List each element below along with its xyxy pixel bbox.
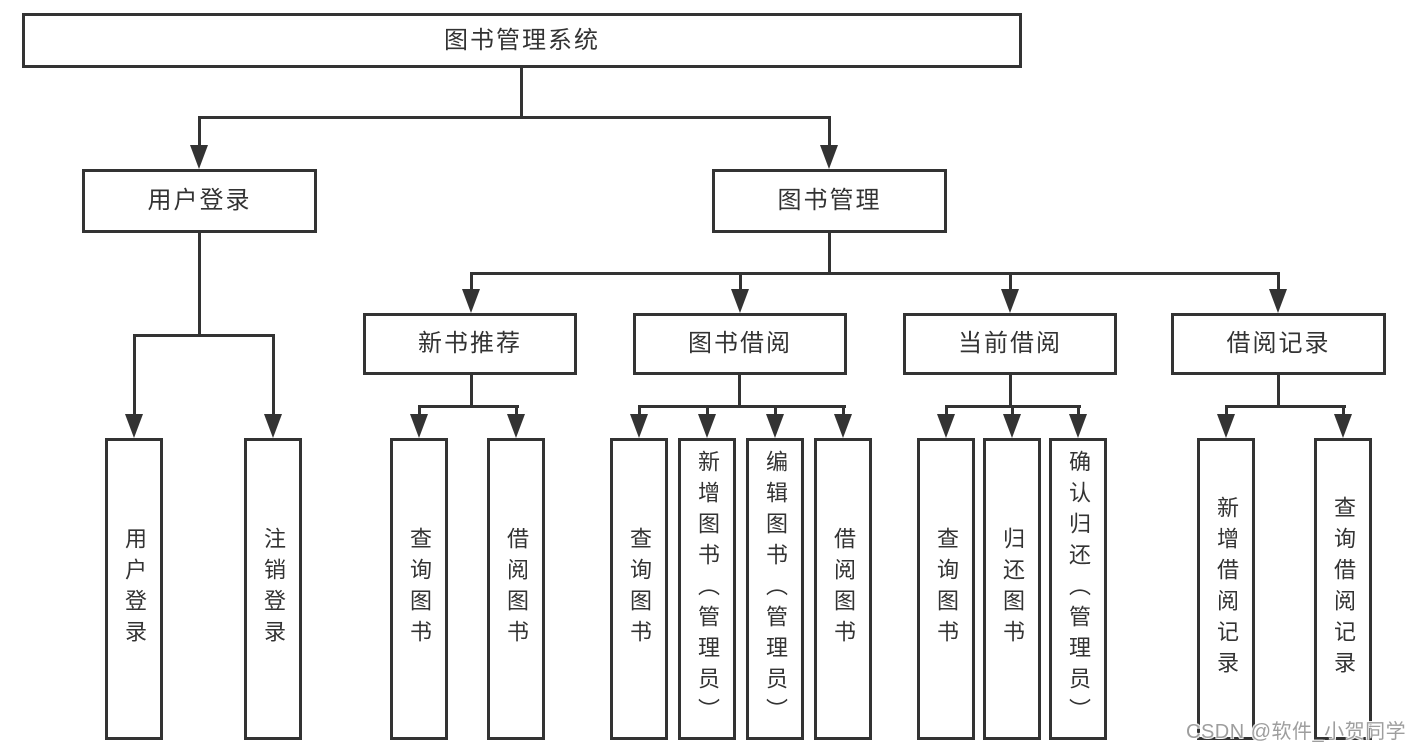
connector-userlogin-hline (133, 334, 275, 337)
connector-userlogin-stem-2 (272, 334, 275, 416)
connector-bookmgmt-stem-4 (1277, 272, 1280, 291)
arrow-down-icon (1001, 289, 1019, 313)
arrow-down-icon (630, 414, 648, 438)
leaf-label: 借阅图书 (504, 527, 529, 651)
connector-root-hline (198, 116, 831, 119)
connector-bookmgmt-stem-3 (1009, 272, 1012, 291)
connector-bookmgmt-hline (470, 272, 1280, 275)
arrow-down-icon (1334, 414, 1352, 438)
leaf-label: 归还图书 (1000, 527, 1025, 651)
connector-newbook-stem-1 (418, 405, 421, 416)
leaf-label: 用户登录 (122, 527, 147, 651)
connector-records-stem-2 (1342, 405, 1345, 416)
leaf-label: 新增借阅记录 (1214, 496, 1239, 682)
arrow-down-icon (820, 145, 838, 169)
connector-root-stem-right (828, 116, 831, 148)
node-book-management: 图书管理 (712, 169, 947, 233)
arrow-down-icon (834, 414, 852, 438)
leaf-borrow-books-recommend: 借阅图书 (487, 438, 545, 740)
connector-current-stem-3 (1077, 405, 1080, 416)
leaf-return-books: 归还图书 (983, 438, 1041, 740)
connector-bookmgmt-stem-1 (470, 272, 473, 291)
arrow-down-icon (731, 289, 749, 313)
arrow-down-icon (698, 414, 716, 438)
csdn-watermark: CSDN @软件_小贺同学 (1186, 721, 1405, 743)
connector-root-vline (520, 68, 523, 118)
node-book-borrowing: 图书借阅 (633, 313, 847, 375)
leaf-user-login: 用户登录 (105, 438, 163, 740)
leaf-label: 注销登录 (261, 527, 286, 651)
arrow-down-icon (410, 414, 428, 438)
node-borrow-records: 借阅记录 (1171, 313, 1386, 375)
leaf-label: 查询图书 (407, 527, 432, 651)
connector-current-stem-2 (1011, 405, 1014, 416)
leaf-query-borrow-record: 查询借阅记录 (1314, 438, 1372, 740)
leaf-add-books-admin: 新增图书（管理员） (678, 438, 736, 740)
connector-borrowing-hline (638, 405, 846, 408)
arrow-down-icon (507, 414, 525, 438)
leaf-label: 编辑图书（管理员） (763, 449, 788, 729)
connector-current-vline (1009, 375, 1012, 408)
connector-borrowing-stem-3 (774, 405, 777, 416)
connector-bookmgmt-vline (828, 233, 831, 274)
arrow-down-icon (1069, 414, 1087, 438)
connector-userlogin-vline (198, 233, 201, 337)
connector-records-stem-1 (1225, 405, 1228, 416)
leaf-label: 查询图书 (627, 527, 652, 651)
leaf-query-books-recommend: 查询图书 (390, 438, 448, 740)
arrow-down-icon (190, 145, 208, 169)
leaf-label: 新增图书（管理员） (695, 449, 720, 729)
arrow-down-icon (766, 414, 784, 438)
connector-bookmgmt-stem-2 (739, 272, 742, 291)
arrow-down-icon (125, 414, 143, 438)
connector-borrowing-stem-4 (842, 405, 845, 416)
leaf-borrow-books-borrowing: 借阅图书 (814, 438, 872, 740)
connector-newbook-hline (418, 405, 519, 408)
connector-current-stem-1 (945, 405, 948, 416)
leaf-label: 确认归还（管理员） (1066, 449, 1091, 729)
leaf-label: 查询借阅记录 (1331, 496, 1356, 682)
leaf-query-books-borrowing: 查询图书 (610, 438, 668, 740)
arrow-down-icon (264, 414, 282, 438)
connector-newbook-stem-2 (515, 405, 518, 416)
connector-userlogin-stem-1 (133, 334, 136, 416)
connector-records-vline (1277, 375, 1280, 408)
connector-borrowing-stem-1 (638, 405, 641, 416)
leaf-label: 查询图书 (934, 527, 959, 651)
leaf-edit-books-admin: 编辑图书（管理员） (746, 438, 804, 740)
leaf-confirm-return-admin: 确认归还（管理员） (1049, 438, 1107, 740)
arrow-down-icon (1003, 414, 1021, 438)
arrow-down-icon (1269, 289, 1287, 313)
node-new-book-recommend: 新书推荐 (363, 313, 577, 375)
connector-borrowing-stem-2 (706, 405, 709, 416)
connector-records-hline (1225, 405, 1346, 408)
leaf-add-borrow-record: 新增借阅记录 (1197, 438, 1255, 740)
node-library-system: 图书管理系统 (22, 13, 1022, 68)
node-user-login: 用户登录 (82, 169, 317, 233)
leaf-logout: 注销登录 (244, 438, 302, 740)
arrow-down-icon (462, 289, 480, 313)
node-current-borrowing: 当前借阅 (903, 313, 1117, 375)
leaf-query-books-current: 查询图书 (917, 438, 975, 740)
arrow-down-icon (937, 414, 955, 438)
connector-root-stem-left (198, 116, 201, 148)
leaf-label: 借阅图书 (831, 527, 856, 651)
arrow-down-icon (1217, 414, 1235, 438)
connector-borrowing-vline (738, 375, 741, 408)
connector-newbook-vline (470, 375, 473, 408)
